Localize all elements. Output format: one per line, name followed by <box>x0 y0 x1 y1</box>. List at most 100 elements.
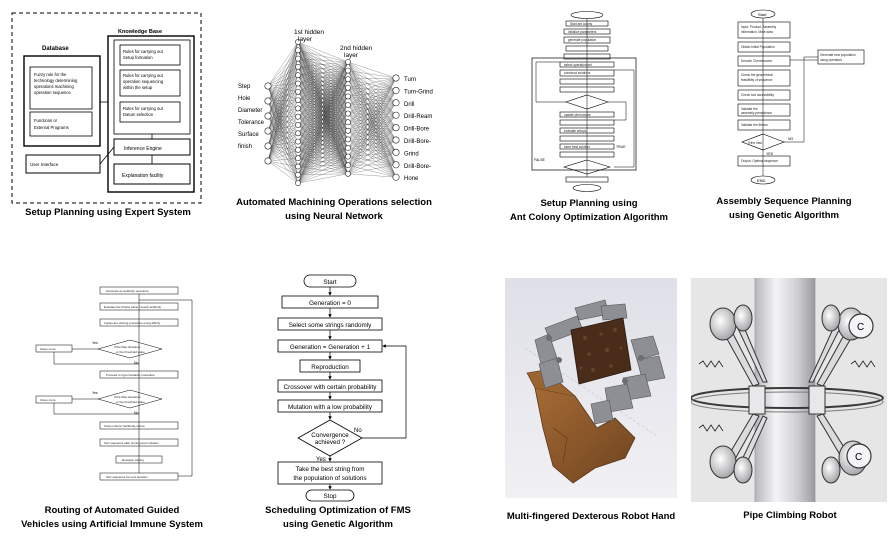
knowledge-base-label: Knowledge Base <box>118 29 162 35</box>
nn-output-label: Drill <box>404 102 414 108</box>
svg-text:Rules for carrying out: Rules for carrying out <box>123 106 164 111</box>
fms-step-4: Crossover with certain probability <box>284 384 378 391</box>
true-label: TRUE <box>616 145 626 149</box>
caption-neural-network: Automated Machining Operations selection… <box>236 197 432 222</box>
nn-node <box>295 72 301 79</box>
nn-node <box>345 153 351 160</box>
nn-input-label: Diameter <box>238 108 262 114</box>
svg-text:Receptor editing: Receptor editing <box>122 458 144 462</box>
nn-node <box>345 59 351 65</box>
nn-node <box>345 110 351 117</box>
svg-text:evaluate setups: evaluate setups <box>564 129 587 133</box>
wheel-letter-1: C <box>857 322 864 333</box>
svg-text:Start ant colony: Start ant colony <box>570 22 593 26</box>
fms-no-label: No <box>354 428 362 434</box>
nn-node <box>345 170 351 177</box>
nn-node <box>295 64 301 70</box>
svg-text:No: No <box>134 411 139 415</box>
nn-output-label: Turn-Grind <box>404 89 433 95</box>
explanation-facility-label: Explanation facility <box>122 173 164 179</box>
fms-decision-line2: achieved ? <box>315 439 346 446</box>
robot-hand-image <box>505 278 677 498</box>
nn-node <box>264 157 272 165</box>
svg-text:Obtain Initial Population: Obtain Initial Population <box>741 45 775 49</box>
nn-node <box>295 163 301 170</box>
nn-node <box>392 74 400 82</box>
fms-step-3: Reproduction <box>311 364 349 371</box>
svg-text:operation sequencing: operation sequencing <box>123 79 164 84</box>
nn-node <box>345 127 351 134</box>
nn-node <box>264 112 272 120</box>
fms-decision-line1: Convergence <box>311 432 349 439</box>
caption-fms-ga: Scheduling Optimization of FMS using Gen… <box>265 505 411 530</box>
nn-node <box>295 155 301 162</box>
svg-text:select operation set: select operation set <box>564 63 592 67</box>
nn-input-label: Hole <box>238 96 251 102</box>
fms-ga-panel: Start Generation = 0 Select some strings… <box>272 274 414 502</box>
nn-node <box>392 86 400 94</box>
nn-node <box>295 47 301 54</box>
svg-text:If the Max.Iterations: If the Max.Iterations <box>114 345 141 349</box>
nn-node <box>345 93 351 100</box>
svg-text:operation sequence: operation sequence <box>34 90 71 95</box>
pipe-robot-render: C C <box>691 278 887 502</box>
nn-node <box>345 136 351 143</box>
nn-node <box>295 105 301 112</box>
caption-ant-colony: Setup Planning using Ant Colony Optimiza… <box>510 198 668 223</box>
nn-node <box>295 97 301 103</box>
svg-text:Sort sequence for next iterati: Sort sequence for next iteration <box>106 475 148 479</box>
svg-text:Rules for carrying out: Rules for carrying out <box>123 73 164 78</box>
nn-node <box>392 161 400 169</box>
svg-text:Evaluate the fitness value of: Evaluate the fitness value of each antib… <box>104 305 162 309</box>
nn-node <box>392 173 400 181</box>
fms-step-0: Generation = 0 <box>309 300 351 307</box>
svg-text:Yes: Yes <box>92 391 98 395</box>
db-box2: Functions or <box>34 118 58 123</box>
nn-node <box>392 124 400 132</box>
user-interface-label: User Interface <box>30 162 59 167</box>
nn-node <box>295 55 301 62</box>
svg-text:External Programs: External Programs <box>34 125 69 130</box>
caption-assembly-ga: Assembly Sequence Planning using Genetic… <box>716 196 852 221</box>
nn-node <box>295 130 301 137</box>
ant-colony-panel: Start ant colony initialize parameters g… <box>530 10 640 196</box>
svg-text:YES: YES <box>766 152 774 156</box>
svg-text:layer: layer <box>344 52 359 59</box>
ant-colony-flowchart: Start ant colony initialize parameters g… <box>531 11 637 192</box>
nn-output-label: Grind <box>404 151 419 157</box>
nn-node <box>295 147 301 153</box>
agv-no-label-1: No <box>134 361 139 365</box>
svg-text:Check tool accessibility: Check tool accessibility <box>741 93 774 97</box>
svg-text:If the max: If the max <box>748 141 762 145</box>
svg-text:technology determining: technology determining <box>34 78 78 83</box>
svg-text:using operators: using operators <box>820 58 842 62</box>
svg-text:Proceed to hypermutation proce: Proceed to hypermutation procedure <box>106 373 155 377</box>
caption-agv-immune: Routing of Automated Guided Vehicles usi… <box>21 505 203 530</box>
nn-output-label: Turn <box>404 77 416 83</box>
nn-node <box>392 111 400 119</box>
svg-text:Output: Optimal sequence: Output: Optimal sequence <box>741 159 778 163</box>
nn-node <box>295 80 301 87</box>
nn-output-label: Drill-Bore- <box>404 164 431 170</box>
expert-system-panel: Database Fuzzy rule for the technology d… <box>10 12 204 205</box>
svg-text:Validate the: Validate the <box>741 107 758 111</box>
wheel-letter-2: C <box>855 452 862 463</box>
nn-node <box>295 122 301 128</box>
nn-node <box>264 127 272 135</box>
svg-text:If the Max.Iterations: If the Max.Iterations <box>114 395 141 399</box>
fms-stop: Stop <box>324 493 337 500</box>
svg-text:Clone more: Clone more <box>40 347 56 351</box>
assembly-ga-panel: Input: Product, Assembly information, Ma… <box>708 8 868 188</box>
svg-text:construct solutions: construct solutions <box>564 71 591 75</box>
svg-text:information, Mate data: information, Mate data <box>741 30 773 34</box>
nn-node <box>345 145 351 151</box>
nn-node <box>392 136 400 144</box>
nn-node <box>345 119 351 126</box>
nn-output-label: Drill-Bore- <box>404 139 431 145</box>
fms-step-1: Select some strings randomly <box>289 322 372 329</box>
svg-text:Implement cloning procedure us: Implement cloning procedure using affini… <box>104 321 161 325</box>
nn-node <box>392 148 400 156</box>
nn-node <box>264 142 272 150</box>
pipe-robot-image: C C <box>691 278 887 502</box>
svg-text:Sort sequence after cloning an: Sort sequence after cloning and mutation <box>104 441 159 445</box>
